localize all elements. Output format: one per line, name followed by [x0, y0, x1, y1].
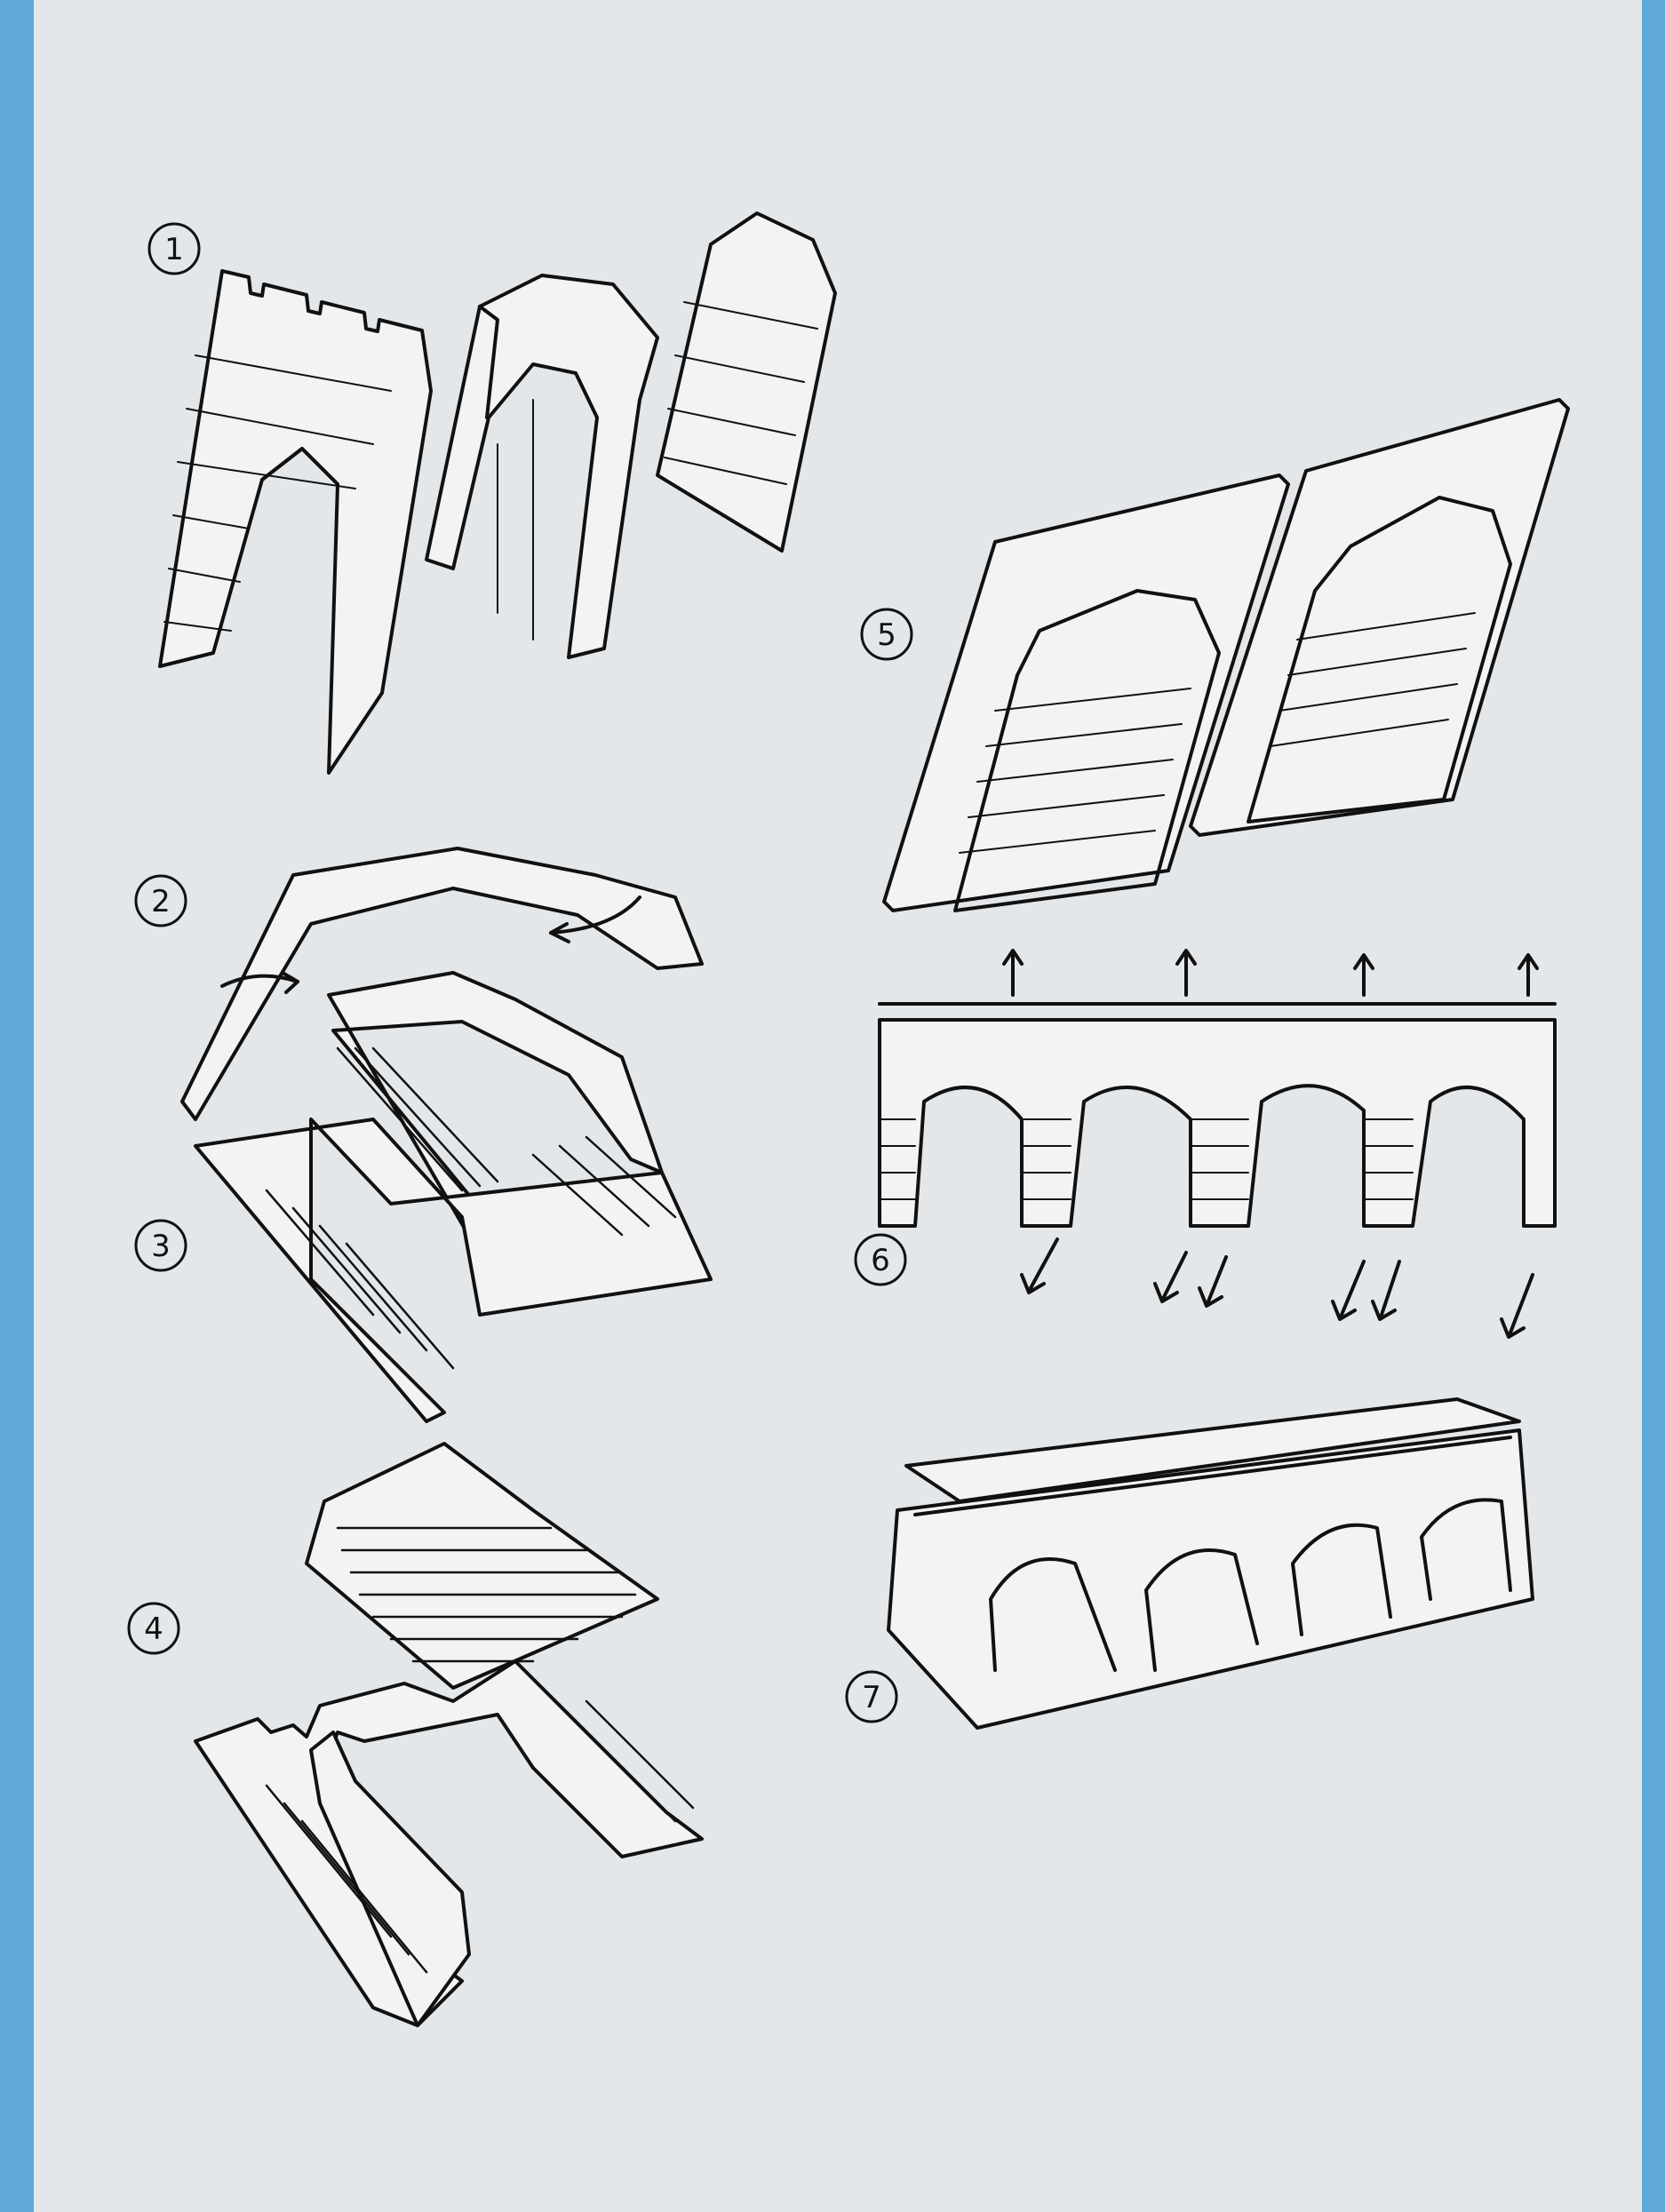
step-1-badge	[147, 222, 201, 275]
step-5-badge	[860, 608, 913, 661]
step-3-number: 3	[151, 1229, 171, 1264]
viaduct-body	[887, 1428, 1534, 1730]
step-numbers	[127, 222, 913, 1723]
step-7-finished-viaduct	[887, 1397, 1534, 1730]
step-1-number: 1	[164, 232, 184, 267]
viaduct-arch-3	[1291, 1523, 1392, 1636]
arch-panel-right-window	[1247, 496, 1512, 824]
plain-arch-wall	[425, 274, 659, 659]
arcade-outline	[878, 1018, 1557, 1228]
step-6-number: 6	[871, 1243, 890, 1278]
fold-arrow-left	[220, 974, 299, 988]
viaduct-arch-4	[1420, 1498, 1512, 1601]
viaduct-arch-1	[989, 1557, 1117, 1672]
arch-panel-left-window	[953, 589, 1221, 912]
stone-arch-inner	[260, 447, 339, 486]
viaduct-arch-2	[1144, 1548, 1259, 1672]
stone-arch-wall	[158, 269, 433, 775]
step-7-number: 7	[862, 1680, 881, 1715]
upper-wall-strip	[180, 847, 704, 1121]
step-6-arcade-wall	[878, 949, 1557, 1339]
step-7-badge	[845, 1670, 898, 1723]
step-5-arch-panels	[882, 398, 1570, 912]
step-2-badge	[134, 874, 187, 927]
lower-side-wall	[309, 1731, 471, 2027]
stone-panel	[656, 211, 837, 553]
base-plate	[194, 1118, 713, 1423]
step-6-badge	[854, 1233, 907, 1286]
arch-panel-right	[1189, 398, 1570, 837]
step-number-labels: 1 2 3 4 5 6 7	[144, 232, 896, 1715]
plain-arch-inner	[478, 305, 499, 419]
step-5-number: 5	[877, 617, 896, 653]
arch-panel-left	[882, 473, 1290, 912]
fold-arrow-right	[549, 895, 641, 935]
viaduct-deck	[904, 1397, 1521, 1503]
step-4-badge	[127, 1602, 180, 1655]
step-4-number: 4	[144, 1611, 163, 1647]
step-2-number: 2	[151, 884, 171, 919]
step-4-deck-assembly	[194, 1442, 704, 2027]
step-3-badge	[134, 1219, 187, 1272]
step-1-wall-pieces	[158, 211, 837, 775]
step-2-3-base-assembly	[180, 847, 713, 1423]
roof-deck	[305, 1442, 659, 1690]
